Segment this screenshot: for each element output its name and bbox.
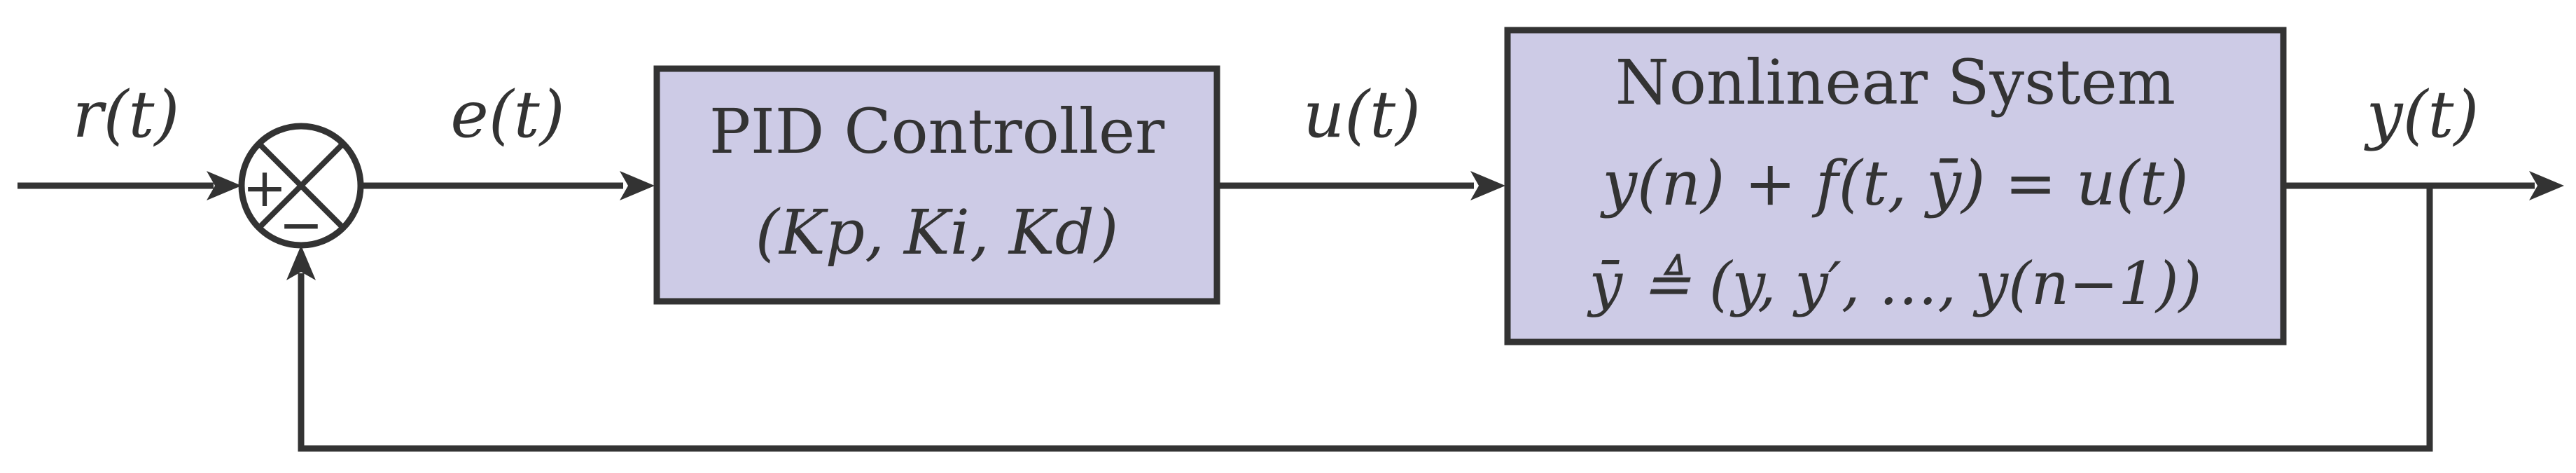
plant-block-title: Nonlinear System (1615, 46, 2175, 118)
wire-feedback (298, 186, 2433, 452)
label-reference-signal: r(t) (73, 77, 180, 152)
summing-junction: + − (238, 123, 364, 256)
arrowhead-control (1470, 171, 1505, 200)
pid-block-params: (Kp, Ki, Kd) (756, 196, 1119, 268)
arrowhead-error (620, 171, 655, 200)
label-control-signal: u(t) (1303, 77, 1421, 152)
arrowhead-feedback (286, 245, 316, 280)
label-error-signal: e(t) (450, 77, 564, 152)
plant-block-equation: y(n) + f(t, ȳ) = u(t) (1599, 147, 2188, 219)
plant-block-state-definition: ȳ ≜ (y, y′, …, y(n−1)) (1587, 249, 2202, 318)
pid-block-title: PID Controller (709, 95, 1165, 167)
arrowhead-output (2529, 171, 2564, 200)
plus-sign: + (242, 156, 287, 219)
arrowhead-input (207, 171, 242, 200)
label-output-signal: y(t) (2364, 77, 2479, 152)
